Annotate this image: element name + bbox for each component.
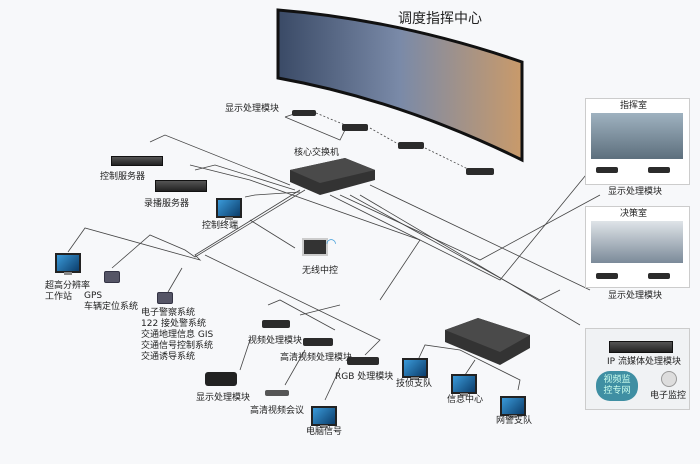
video-net-cloud-icon: 视频监控专网	[596, 371, 638, 401]
info-center-icon	[451, 374, 477, 396]
recording-server-label: 录播服务器	[144, 199, 190, 209]
video-module-device	[262, 320, 290, 328]
control-server-label: 控制服务器	[100, 172, 146, 182]
video-module-label: 视频处理模块	[248, 336, 303, 346]
command-room-label: 指挥室	[620, 101, 648, 111]
recording-server-icon	[155, 180, 207, 192]
ip-server-icon	[609, 341, 673, 353]
ip-stream-panel: IP 流媒体处理模块 视频监控专网 电子监控	[585, 328, 690, 410]
pc-signal-icon	[311, 406, 337, 428]
video-wall	[276, 8, 524, 163]
wireless-control-icon	[302, 238, 328, 256]
wireless-control-label: 无线中控	[302, 266, 339, 276]
display-module-device	[342, 124, 368, 131]
hd-video-module-device	[303, 338, 333, 346]
display-module-device	[466, 168, 494, 175]
conference-label: 高清视频会议	[250, 406, 305, 416]
hd-video-module-label: 高清视频处理模块	[280, 353, 353, 363]
decision-room-panel: 决策室	[585, 206, 690, 288]
tech-detachment-icon	[402, 358, 428, 380]
camera-icon	[205, 372, 237, 386]
systems-icon	[157, 292, 173, 304]
decision-room-label: 决策室	[620, 209, 648, 219]
decision-room-photo	[591, 221, 683, 263]
access-switch	[445, 318, 530, 365]
dome-camera-icon	[661, 371, 677, 387]
control-terminal-label: 控制终端	[202, 221, 239, 231]
control-terminal-icon	[216, 198, 242, 220]
decision-display-label: 显示处理模块	[608, 291, 663, 301]
gps-icon	[104, 271, 120, 283]
control-server-icon	[111, 156, 163, 166]
ip-stream-label: IP 流媒体处理模块	[607, 357, 681, 367]
command-room-panel: 指挥室	[585, 98, 690, 185]
workstation-label: 超高分辨率工作站	[45, 281, 91, 302]
wifi-icon: ◠	[326, 236, 337, 250]
page-title: 调度指挥中心	[398, 11, 482, 27]
rgb-module-device	[347, 357, 379, 365]
camera-label: 显示处理模块	[196, 393, 251, 403]
core-switch-label: 核心交换机	[294, 148, 340, 158]
cyber-detachment-icon	[500, 396, 526, 418]
display-module-label: 显示处理模块	[225, 104, 280, 114]
rgb-module-label: RGB 处理模块	[335, 372, 394, 382]
command-room-photo	[591, 113, 683, 159]
info-center-label: 信息中心	[447, 395, 484, 405]
core-switch	[290, 158, 375, 195]
workstation-icon	[55, 253, 81, 275]
conference-icon	[265, 390, 289, 396]
e-monitor-label: 电子监控	[650, 391, 687, 401]
display-module-device	[398, 142, 424, 149]
tech-detachment-label: 技侦支队	[396, 379, 433, 389]
display-module-device	[292, 110, 316, 116]
pc-signal-label: 电脑信号	[306, 427, 343, 437]
cyber-detachment-label: 网警支队	[496, 416, 533, 426]
command-display-label: 显示处理模块	[608, 187, 663, 197]
